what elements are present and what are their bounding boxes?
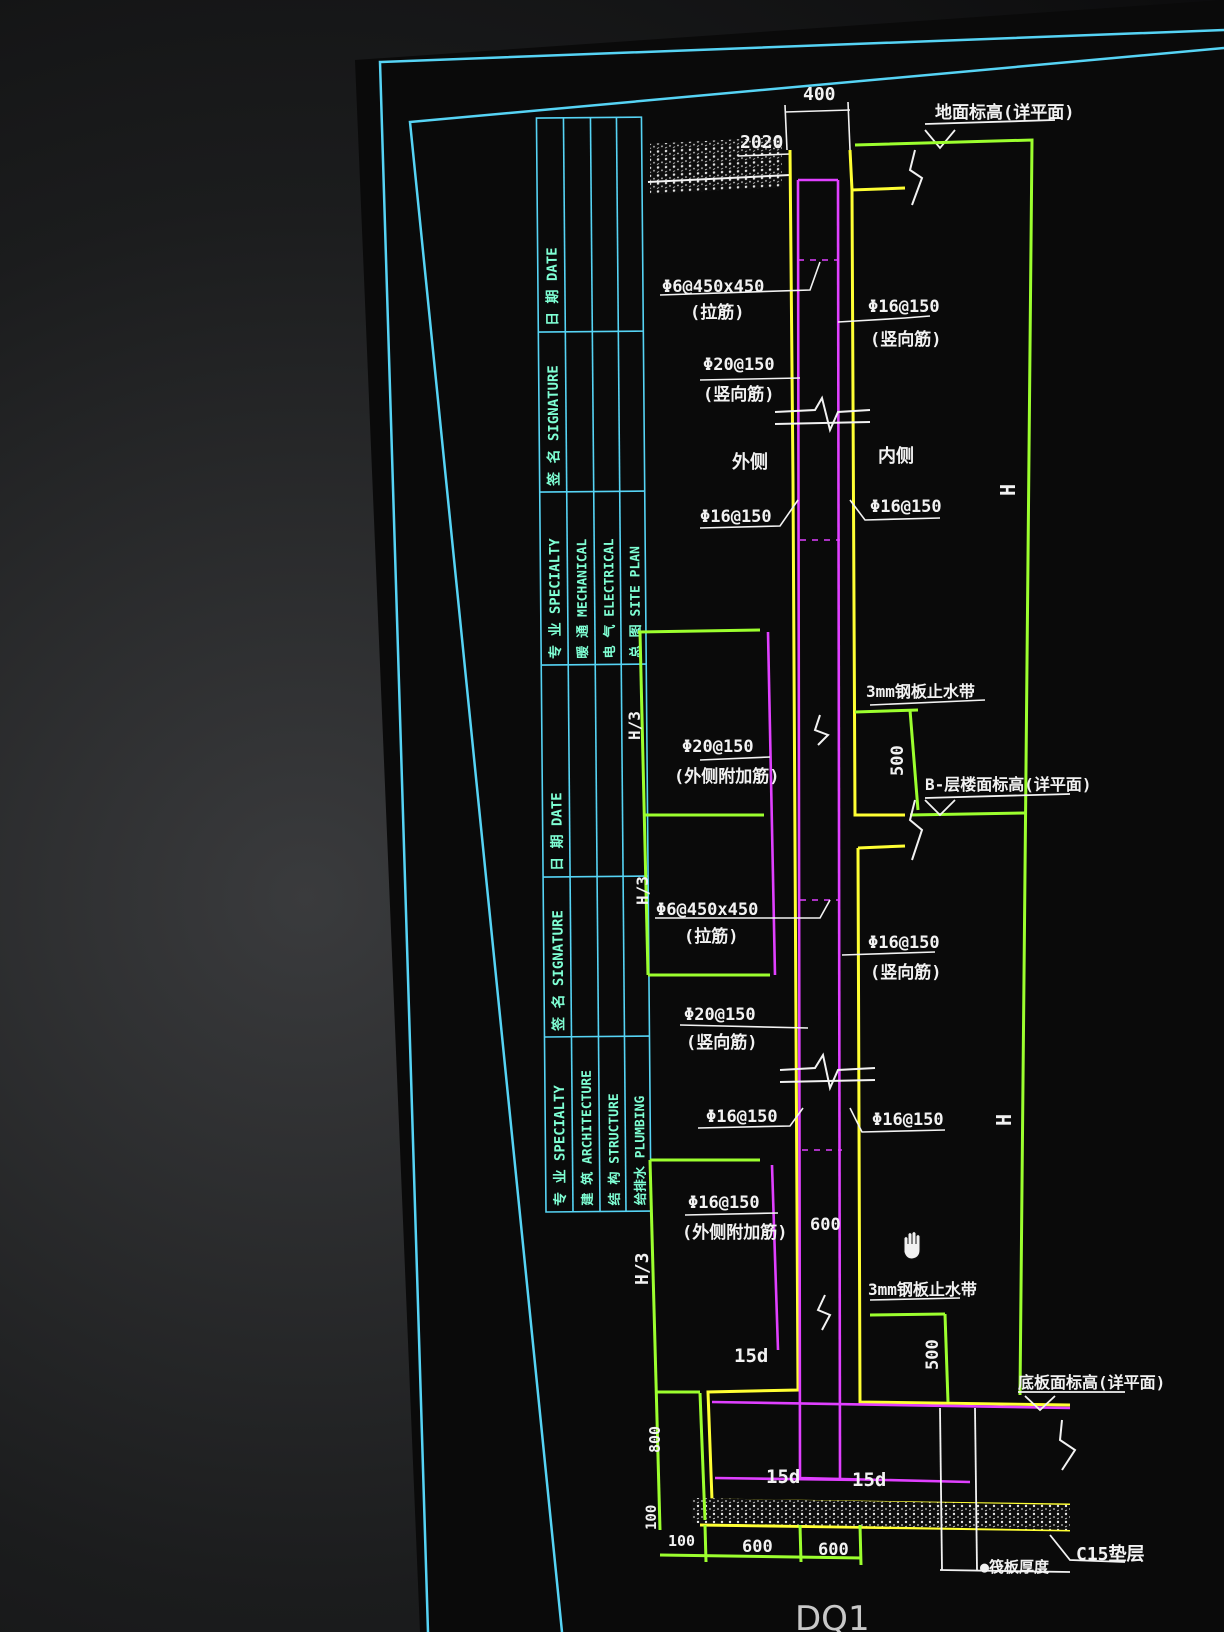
tb-lower-row: 建 筑 ARCHITECTURE — [579, 1070, 596, 1206]
tb-lower-row: 给排水 PLUMBING — [632, 1095, 649, 1205]
rebar-callout: Φ16@150 — [868, 297, 940, 317]
hand-pan-cursor-icon — [903, 1231, 921, 1260]
rebar-callout: Φ16@150 — [688, 1193, 760, 1213]
dim-600: 600 — [742, 1537, 773, 1557]
c15-label: C15垫层 — [1076, 1543, 1145, 1565]
dim-h3: H/3 — [625, 711, 644, 740]
rebar-callout: Φ6@450x450 — [656, 900, 758, 920]
wall-face-label: 外侧 — [732, 451, 768, 473]
dim-600-wall: 600 — [810, 1215, 841, 1235]
tb-upper-signature-header: 签 名 SIGNATURE — [545, 365, 563, 487]
tb-upper-row: 暖 通 MECHANICAL — [574, 538, 591, 658]
tb-lower-specialty-header: 专 业 SPECIALTY — [551, 1085, 569, 1206]
dim-top-width: 400 — [803, 84, 836, 105]
dim-h3: H/3 — [633, 876, 652, 905]
wall-face-label: 内侧 — [878, 445, 914, 467]
rebar-callout-sub: (拉筋) — [690, 302, 744, 323]
dim-600: 600 — [818, 1540, 849, 1560]
raft-thickness-label: ●筏板厚度 — [980, 1558, 1050, 1576]
drawing-frame — [378, 28, 1224, 1632]
rebar-callout-sub: (竖向筋) — [870, 329, 941, 350]
rebar-callout: Φ16@150 — [870, 497, 942, 517]
rebar-callout: Φ20@150 — [682, 737, 754, 757]
tb-lower-row: 结 构 STRUCTURE — [606, 1093, 623, 1205]
tb-upper-row: 总 图 SITE PLAN — [627, 546, 644, 658]
rebar-callout-sub: (外侧附加筋) — [682, 1222, 787, 1243]
height-label: H — [996, 484, 1020, 496]
rebar-callout-sub: (竖向筋) — [870, 962, 941, 983]
tb-lower-date-header: 日 期 DATE — [549, 792, 566, 871]
rebar-callout-sub: (竖向筋) — [686, 1032, 757, 1053]
tb-upper-specialty-header: 专 业 SPECIALTY — [546, 538, 564, 659]
rebar-callout: Φ16@150 — [706, 1107, 778, 1127]
waterstop-label: 3mm钢板止水带 — [868, 1280, 977, 1299]
dim-500: 500 — [888, 745, 908, 776]
tb-lower-signature-header: 签 名 SIGNATURE — [549, 910, 567, 1032]
rebar-callout: Φ16@150 — [700, 507, 772, 527]
dim-500: 500 — [923, 1339, 943, 1370]
dim-h3: H/3 — [632, 1252, 653, 1285]
dim-800: 800 — [646, 1426, 664, 1453]
rebar-callout: Φ6@450x450 — [662, 277, 764, 297]
dim-15d: 15d — [852, 1469, 886, 1491]
height-label: H — [992, 1114, 1016, 1126]
rebar-callout-sub: (竖向筋) — [703, 384, 774, 405]
waterstop-label: 3mm钢板止水带 — [866, 682, 975, 701]
dim-top-offset: 2020 — [740, 132, 783, 153]
rebar-callout: Φ16@150 — [868, 933, 940, 953]
bottom-level-label: 底板面标高(详平面) — [1018, 1373, 1165, 1392]
rebar-callout: Φ16@150 — [872, 1110, 944, 1130]
mid-level-label: B-层楼面标高(详平面) — [925, 775, 1092, 794]
title-block: 专 业 SPECIALTY 签 名 SIGNATURE 日 期 DATE 建 筑… — [535, 116, 652, 1213]
tb-upper-date-header: 日 期 DATE — [545, 247, 562, 326]
dim-15d: 15d — [766, 1466, 800, 1488]
dim-15d: 15d — [734, 1345, 768, 1367]
dim-100: 100 — [644, 1505, 660, 1530]
wall-section-drawing: 400 2020 地面标高(详平面) — [625, 84, 1165, 1632]
tb-upper-row: 电 气 ELECTRICAL — [601, 538, 618, 658]
rebar-callout: Φ20@150 — [684, 1005, 756, 1025]
rebar-callout-sub: (拉筋) — [684, 926, 738, 947]
rebar-callout-sub: (外侧附加筋) — [674, 766, 779, 787]
ground-level-label: 地面标高(详平面) — [935, 102, 1074, 123]
monitor-screen — [355, 0, 1224, 1632]
dim-100: 100 — [668, 1532, 695, 1550]
rebar-callout: Φ20@150 — [703, 355, 775, 375]
drawing-id: DQ1 — [795, 1599, 870, 1632]
